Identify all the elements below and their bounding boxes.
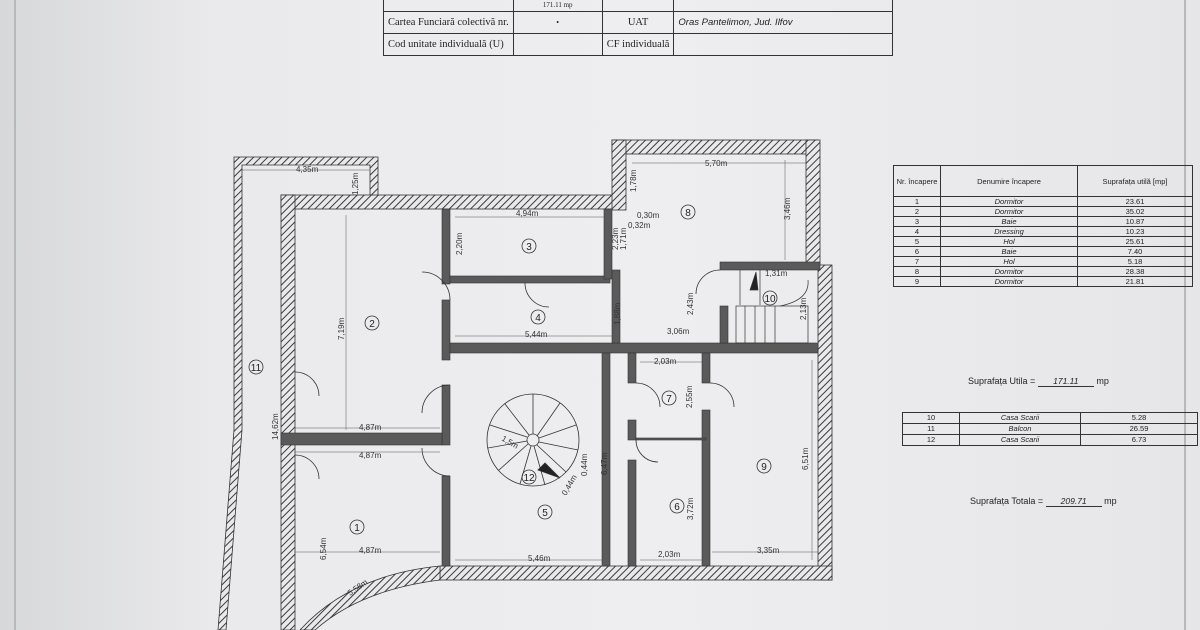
dim-label: 1,31m: [765, 269, 788, 278]
room-number: 7: [666, 394, 672, 405]
dim-label: 0,44m: [580, 453, 589, 476]
suprafata-totala-value: 209.71: [1045, 496, 1102, 507]
exterior-walls: [217, 139, 833, 630]
dim-label: 2,13m: [799, 297, 808, 320]
room-number: 2: [369, 319, 375, 330]
dim-label: 2,55m: [685, 385, 694, 408]
dim-label: 5,70m: [705, 159, 728, 168]
dim-label: 5,44m: [525, 330, 548, 339]
dim-label: 0,44m: [560, 473, 579, 497]
col-header-suprafata: Suprafața utilă [mp]: [1077, 165, 1193, 197]
dim-label: 4,87m: [359, 451, 382, 460]
room-number: 9: [761, 462, 767, 473]
suprafata-utila-unit: mp: [1096, 376, 1109, 386]
room-markers: [248, 204, 778, 535]
dim-label: 3,46m: [783, 197, 792, 220]
dim-label: 3,35m: [757, 546, 780, 555]
room-number: 5: [542, 508, 548, 519]
dim-label: 3,72m: [686, 497, 695, 520]
room-number: 3: [526, 242, 532, 253]
dim-label: 2,23m: [611, 227, 620, 250]
room-number: 10: [764, 294, 776, 305]
room-numbers: 1 2 3 4 5 6 7 8 9 10 11 12: [251, 208, 776, 534]
room-number: 1: [354, 523, 360, 534]
room-number: 6: [674, 502, 680, 513]
sheet-fold-right: [1184, 0, 1186, 630]
interior-walls: [280, 208, 821, 567]
door-swings: [294, 269, 735, 480]
dim-label: 2,43m: [686, 292, 695, 315]
suprafata-totala-label: Suprafața Totala =: [970, 496, 1044, 506]
suprafata-utila-value: 171.11: [1037, 376, 1094, 387]
suprafata-utila-label: Suprafața Utila =: [968, 376, 1036, 386]
dim-label: 1,78m: [629, 169, 638, 192]
dim-label: 6,47m: [600, 452, 609, 475]
dimension-lines: [242, 160, 818, 561]
sheet-fold-left: [14, 0, 16, 630]
dim-label: 7,19m: [337, 317, 346, 340]
room-number: 12: [523, 473, 535, 484]
suprafata-totala: Suprafața Totala = 209.71 mp: [970, 496, 1117, 507]
room-number: 8: [685, 208, 691, 219]
dim-label: 1,5m: [500, 434, 520, 451]
dim-label: 0,30m: [637, 211, 660, 220]
dim-label: 2,20m: [455, 232, 464, 255]
dim-label: 5,46m: [528, 554, 551, 563]
stair-flight: [735, 270, 809, 344]
dim-label: 4,35m: [296, 165, 319, 174]
col-header-denumire: Denumire încapere: [940, 165, 1078, 197]
dim-label: 3,06m: [667, 327, 690, 336]
col-header-nr: Nr. încapere: [893, 165, 941, 197]
dim-label: 0,32m: [628, 221, 651, 230]
dim-label: 4,87m: [359, 546, 382, 555]
dim-label: 1,25m: [351, 172, 360, 195]
room-number: 11: [251, 363, 262, 374]
dim-label: 4,94m: [516, 209, 539, 218]
dim-label: 6,54m: [319, 537, 328, 560]
dim-label: 14,62m: [271, 413, 280, 440]
suprafata-totala-unit: mp: [1104, 496, 1117, 506]
dim-label: 6,51m: [801, 447, 810, 470]
dim-label: 2,03m: [658, 550, 681, 559]
room-number: 4: [535, 313, 541, 324]
dim-label: 1,88m: [613, 302, 622, 325]
suprafata-utila: Suprafața Utila = 171.11 mp: [968, 376, 1109, 387]
dim-label: 1,71m: [619, 227, 628, 250]
dim-label: 2,03m: [654, 357, 677, 366]
spiral-staircase: [486, 393, 580, 487]
cadastral-header-table: 171.11 mp Cartea Funciară colectivă nr. …: [383, 0, 893, 57]
room-area-table: Nr. încapere Denumire încapere Suprafața…: [893, 165, 1193, 287]
dim-label: 4,87m: [359, 423, 382, 432]
